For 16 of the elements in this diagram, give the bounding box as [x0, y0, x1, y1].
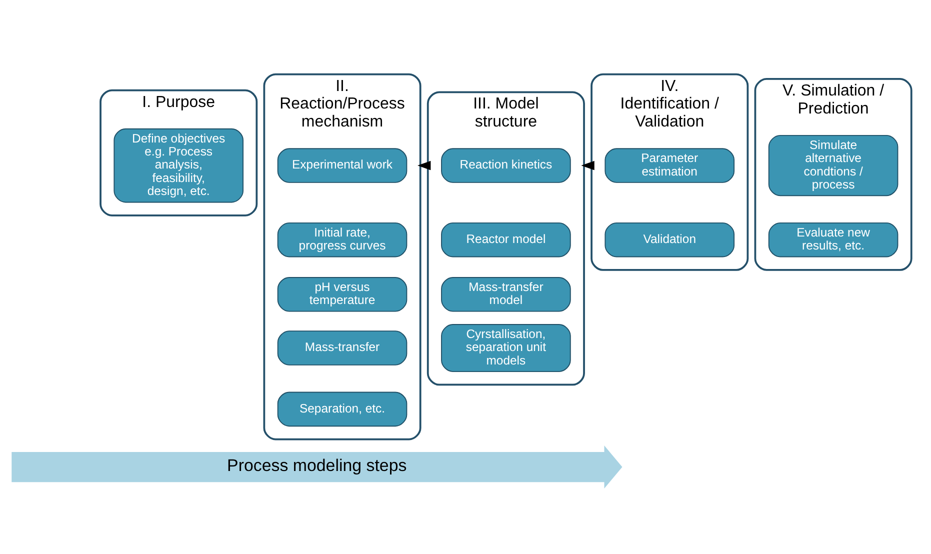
node-box: Mass-transfer model — [441, 277, 571, 312]
node-box: Reactor model — [441, 222, 571, 258]
arrow — [418, 160, 431, 170]
node-box: pH versus temperature — [277, 277, 408, 312]
node-box: Simulate alternative condtions / process — [768, 134, 898, 196]
node-box: Initial rate, progress curves — [277, 222, 408, 258]
node-box: Mass-transfer — [277, 330, 408, 366]
node-box: Evaluate new results, etc. — [768, 222, 898, 258]
node-box: Separation, etc. — [277, 392, 408, 427]
node-box: Reaction kinetics — [441, 148, 571, 183]
node-box: Define objectives e.g. Process analysis, feasibility, design, etc. — [114, 128, 244, 203]
node-box: Cyrstallisation, separation unit models — [441, 324, 571, 372]
arrow — [581, 160, 594, 170]
node-box: Parameter estimation — [604, 148, 735, 183]
node-box: Experimental work — [277, 148, 408, 183]
node-box: Validation — [604, 222, 735, 258]
